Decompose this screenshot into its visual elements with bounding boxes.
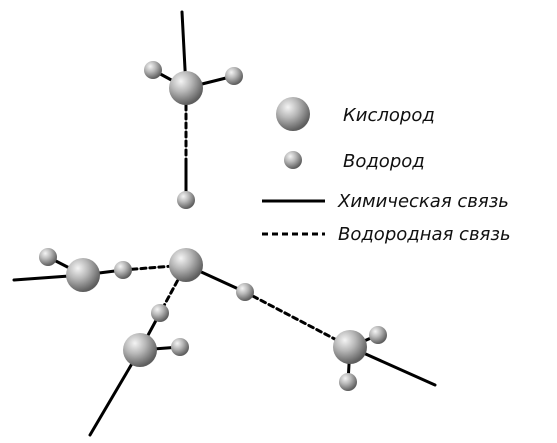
oxygen-atom [333, 330, 367, 364]
hydrogen-atom [39, 248, 57, 266]
hydrogen-atom [114, 261, 132, 279]
legend-oxygen-label: Кислород [343, 105, 435, 126]
oxygen-atom [123, 333, 157, 367]
hydrogen-atom [236, 283, 254, 301]
hydrogen-atom [171, 338, 189, 356]
hydrogen-bond [243, 290, 352, 349]
legend-hydrogen-label: Водород [343, 151, 425, 172]
hydrogen-atom [144, 61, 162, 79]
hydrogen-atom [369, 326, 387, 344]
atoms [39, 61, 387, 391]
hydrogen-atom [151, 304, 169, 322]
legend-oxygen-icon [276, 97, 310, 131]
hydrogen-atom [225, 67, 243, 85]
hydrogen-atom [177, 191, 195, 209]
legend-hydrogen-bond-label: Водородная связь [338, 224, 511, 245]
legend-chemical-bond-label: Химическая связь [337, 191, 509, 212]
legend-hydrogen-icon [284, 151, 302, 169]
hydrogen-atom [339, 373, 357, 391]
oxygen-atom [169, 71, 203, 105]
oxygen-atom [169, 248, 203, 282]
oxygen-atom [66, 258, 100, 292]
legend: Кислород Водород Химическая связь Водоро… [262, 97, 511, 245]
